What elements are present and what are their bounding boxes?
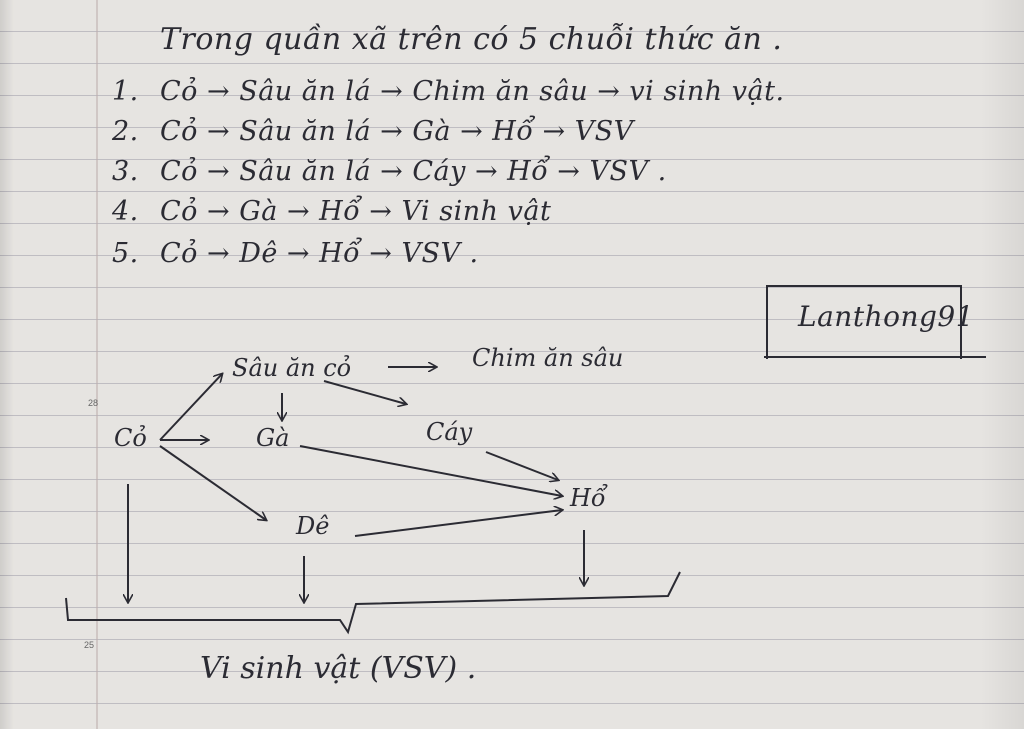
signature-box [766,285,962,359]
chain-5-text: Cỏ → Dê → Hổ → VSV . [160,238,479,269]
brace-to-vsv [65,571,681,635]
arrow-co-to-de [159,445,266,520]
label-vsv: Vi sinh vật (VSV) . [200,651,476,686]
label-sau-an-co: Sâu ăn cỏ [232,354,351,382]
arrow-ga-to-ho [299,445,562,496]
margin-number-bottom: 25 [84,640,95,650]
chain-4-text: Cỏ → Gà → Hổ → Vi sinh vật [160,196,552,227]
chain-2-number: 2. [112,116,139,147]
label-ho: Hổ [569,483,608,512]
chain-4-number: 4. [112,196,139,227]
label-de: Dê [295,512,329,540]
chain-5-number: 5. [112,238,139,269]
margin-number-top: 28 [88,398,99,408]
signature-text: Lanthong91 [798,300,975,333]
arrow-de-to-ho [354,510,562,537]
label-cay: Cáy [426,418,473,446]
margin-line [96,0,98,729]
label-ga: Gà [256,424,289,452]
chain-1-number: 1. [112,76,139,107]
label-chim-an-sau: Chim ăn sâu [472,344,623,372]
arrow-sau-to-cay [323,380,406,404]
arrow-co-to-sau [159,374,222,441]
signature-underline [764,356,986,358]
chain-1-text: Cỏ → Sâu ăn lá → Chim ăn sâu → vi sinh v… [160,76,785,107]
chain-3-text: Cỏ → Sâu ăn lá → Cáy → Hổ → VSV . [160,156,667,187]
heading: Trong quần xã trên có 5 chuỗi thức ăn . [160,22,783,57]
label-co: Cỏ [114,424,147,452]
chain-3-number: 3. [112,156,139,187]
chain-2-text: Cỏ → Sâu ăn lá → Gà → Hổ → VSV [160,116,634,147]
arrow-cay-to-ho [485,451,558,480]
